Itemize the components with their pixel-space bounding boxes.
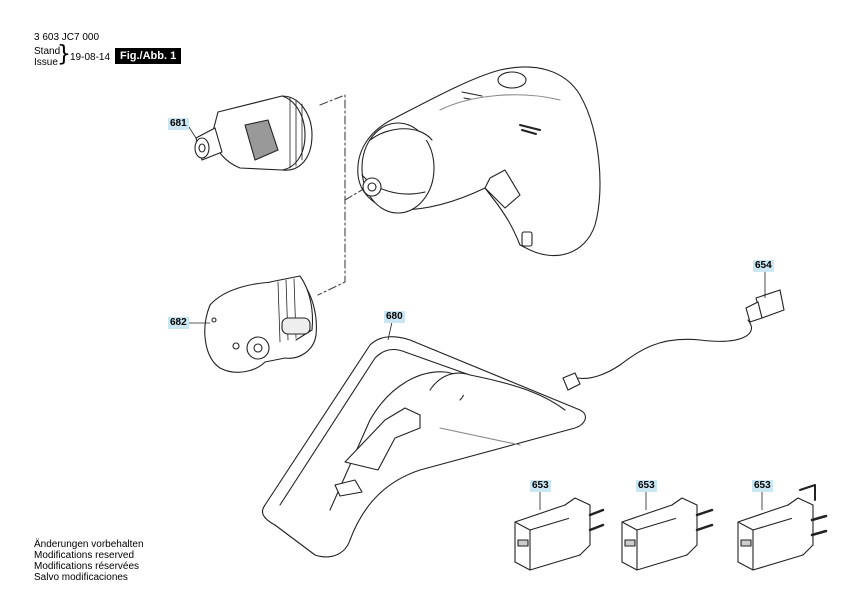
part-label-654: 654 bbox=[753, 260, 774, 272]
part-label-653-b: 653 bbox=[636, 480, 657, 492]
brace-icon: } bbox=[57, 42, 71, 67]
document-number: 3 603 JC7 000 bbox=[34, 32, 100, 43]
part-label-653-a: 653 bbox=[530, 480, 551, 492]
eu-charger-icon-1 bbox=[514, 497, 605, 571]
part-label-653-c: 653 bbox=[752, 480, 773, 492]
part-label-682: 682 bbox=[168, 317, 189, 329]
notice-line-en: Modifications reserved bbox=[34, 550, 135, 561]
notice-line-es: Salvo modificaciones bbox=[34, 572, 128, 583]
eu-charger-icon-2 bbox=[621, 497, 714, 571]
modifications-notice: Änderungen vorbehalten Modifications res… bbox=[34, 539, 144, 583]
notice-line-de: Änderungen vorbehalten bbox=[34, 539, 144, 550]
usb-cable-icon bbox=[562, 289, 785, 391]
notice-line-fr: Modifications réservées bbox=[34, 561, 140, 572]
angle-adapter-icon bbox=[204, 275, 317, 373]
figure-badge: Fig./Abb. 1 bbox=[115, 48, 182, 64]
part-label-681: 681 bbox=[168, 118, 189, 130]
uk-charger-icon bbox=[737, 484, 828, 571]
straight-adapter-icon bbox=[194, 95, 313, 171]
issue-label: Issue bbox=[34, 57, 58, 68]
issue-date: 19-08-14 bbox=[70, 52, 111, 63]
charging-cradle-icon bbox=[261, 336, 586, 558]
part-label-680: 680 bbox=[384, 311, 405, 323]
stand-label: Stand bbox=[34, 46, 61, 57]
screwdriver-body-icon bbox=[357, 66, 601, 257]
